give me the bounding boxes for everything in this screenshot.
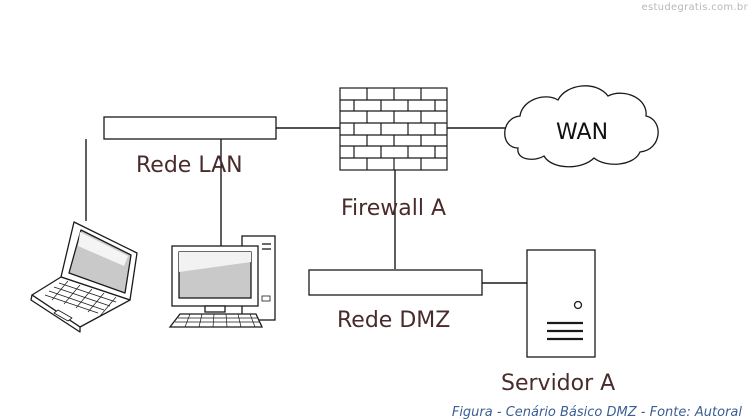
figure-caption: Figura - Cenário Básico DMZ - Fonte: Aut… (451, 405, 742, 420)
watermark: estudegratis.com.br (641, 2, 748, 13)
connections (85, 127, 527, 284)
label-rede-lan: Rede LAN (136, 153, 243, 178)
label-rede-dmz: Rede DMZ (337, 308, 450, 333)
desktop-computer-icon (168, 235, 276, 328)
server-tower-icon (526, 249, 596, 358)
label-servidor: Servidor A (501, 371, 615, 396)
label-wan: WAN (556, 120, 608, 145)
cloud-icon (504, 85, 659, 168)
label-firewall: Firewall A (341, 196, 446, 221)
lan-switch (103, 116, 277, 140)
dmz-switch (308, 269, 483, 296)
laptop-icon (30, 221, 138, 333)
brick-wall-icon (339, 87, 448, 171)
